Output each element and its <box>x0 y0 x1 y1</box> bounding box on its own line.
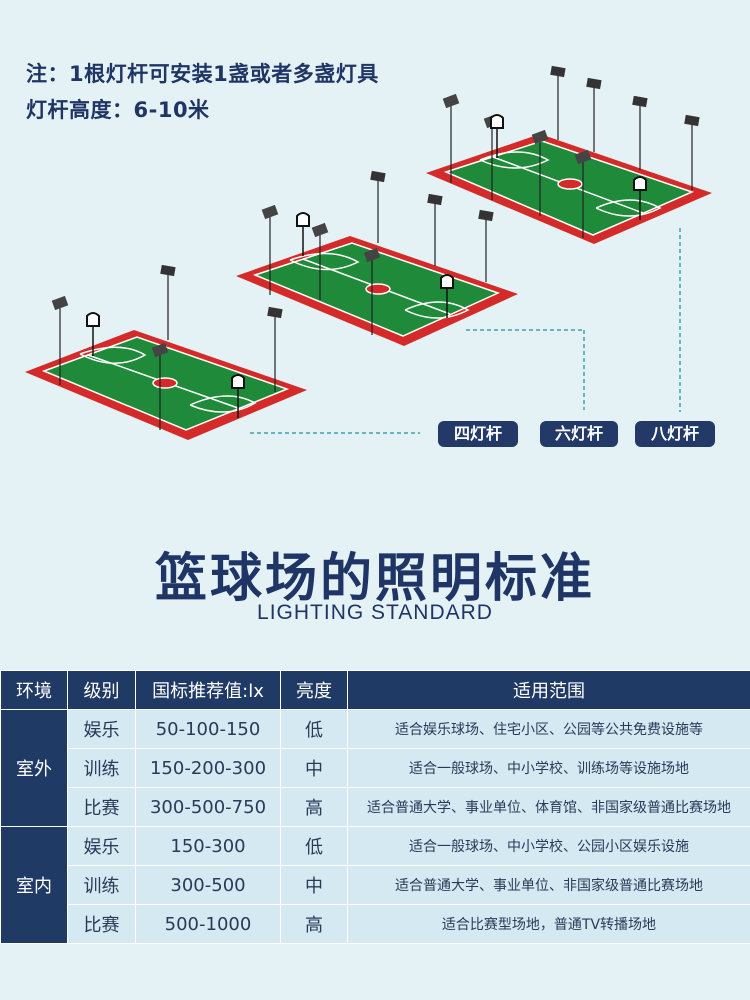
brightness-cell: 中 <box>280 748 348 788</box>
header-environment: 环境 <box>0 670 68 710</box>
lux-cell: 150-200-300 <box>135 748 281 788</box>
header-lux: 国标推荐值:lx <box>135 670 281 710</box>
table-row: 室外 娱乐 50-100-150 低 适合娱乐球场、住宅小区、公园等公共免费设施… <box>0 709 750 827</box>
page-subtitle: LIGHTING STANDARD <box>257 601 493 624</box>
scope-cell: 适合普通大学、事业单位、非国家级普通比赛场地 <box>347 865 750 905</box>
level-cell: 比赛 <box>67 904 136 944</box>
scope-cell: 适合比赛型场地，普通TV转播场地 <box>347 904 750 944</box>
brightness-cell: 高 <box>280 904 348 944</box>
note-line-2: 灯杆高度：6-10米 <box>26 98 210 122</box>
table-header-row: 环境 级别 国标推荐值:lx 亮度 适用范围 <box>0 670 750 710</box>
table-row: 训练 150-200-300 中 适合一般球场、中小学校、训练场等设施场地 <box>1 748 750 788</box>
tag-eight-poles: 八灯杆 <box>635 421 715 447</box>
level-cell: 训练 <box>67 865 136 905</box>
header-level: 级别 <box>67 670 136 710</box>
table-row: 训练 300-500 中 适合普通大学、事业单位、非国家级普通比赛场地 <box>1 865 750 905</box>
lux-cell: 500-1000 <box>135 904 281 944</box>
court-illustration <box>25 65 712 440</box>
scope-cell: 适合娱乐球场、住宅小区、公园等公共免费设施等 <box>347 709 750 749</box>
brightness-cell: 高 <box>280 787 348 827</box>
tag-six-poles: 六灯杆 <box>540 421 618 447</box>
note-line-1: 注：1根灯杆可安装1盏或者多盏灯具 <box>26 62 379 86</box>
brightness-cell: 低 <box>280 826 348 866</box>
header-scope: 适用范围 <box>347 670 750 710</box>
env-cell: 室外 <box>0 709 68 827</box>
lux-cell: 150-300 <box>135 826 281 866</box>
scope-cell: 适合一般球场、中小学校、公园小区娱乐设施 <box>347 826 750 866</box>
table-row: 比赛 500-1000 高 适合比赛型场地，普通TV转播场地 <box>1 904 750 944</box>
scope-cell: 适合普通大学、事业单位、体育馆、非国家级普通比赛场地 <box>347 787 750 827</box>
lighting-standard-table: 环境 级别 国标推荐值:lx 亮度 适用范围 室外 娱乐 50-100-150 … <box>0 670 750 944</box>
table-row: 比赛 300-500-750 高 适合普通大学、事业单位、体育馆、非国家级普通比… <box>1 787 750 827</box>
court-four-poles <box>25 264 307 440</box>
level-cell: 比赛 <box>67 787 136 827</box>
header-brightness: 亮度 <box>280 670 348 710</box>
lux-cell: 300-500 <box>135 865 281 905</box>
env-cell: 室内 <box>0 826 68 944</box>
scope-cell: 适合一般球场、中小学校、训练场等设施场地 <box>347 748 750 788</box>
court-eight-poles <box>426 65 712 244</box>
tag-four-poles: 四灯杆 <box>438 421 518 447</box>
level-cell: 训练 <box>67 748 136 788</box>
table-row: 室内 娱乐 150-300 低 适合一般球场、中小学校、公园小区娱乐设施 <box>0 826 750 944</box>
level-cell: 娱乐 <box>67 709 136 749</box>
brightness-cell: 低 <box>280 709 348 749</box>
lux-cell: 300-500-750 <box>135 787 281 827</box>
level-cell: 娱乐 <box>67 826 136 866</box>
lux-cell: 50-100-150 <box>135 709 281 749</box>
page-title: 篮球场的照明标准 <box>154 549 595 609</box>
brightness-cell: 中 <box>280 865 348 905</box>
court-six-poles <box>236 170 518 346</box>
